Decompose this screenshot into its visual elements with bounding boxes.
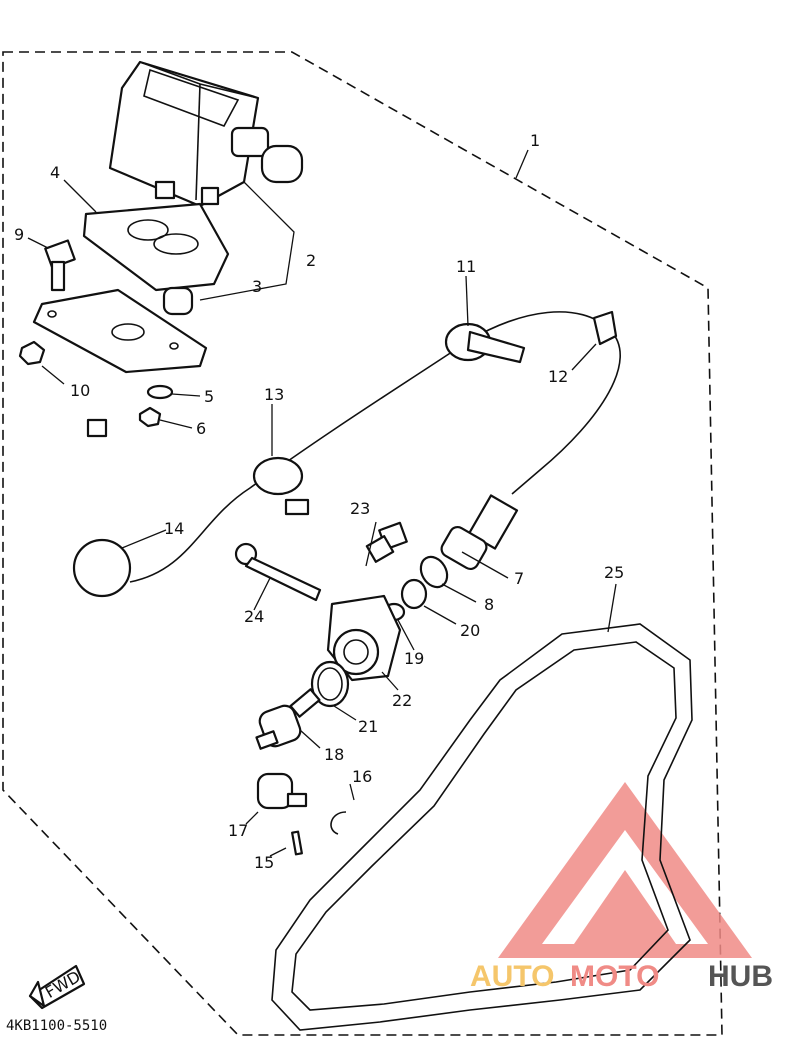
o-ring-8 <box>419 555 449 589</box>
gear-18 <box>255 688 321 750</box>
callout-15: 15 <box>254 853 274 872</box>
gear-housing-22 <box>326 594 402 682</box>
cable-end-7 <box>440 494 519 571</box>
callout-2: 2 <box>306 251 316 270</box>
callout-8: 8 <box>484 595 494 614</box>
callout-1: 1 <box>530 131 540 150</box>
bolt-24 <box>234 542 322 602</box>
callout-labels: 1 2 3 4 5 6 7 8 9 10 11 12 13 14 15 16 1… <box>14 131 624 872</box>
cable-end-14 <box>72 418 132 598</box>
callout-4: 4 <box>50 163 60 182</box>
gasket-25 <box>271 623 693 1031</box>
speedometer-unit <box>108 60 304 208</box>
leader-lines <box>27 149 617 857</box>
nut-10 <box>18 340 46 366</box>
callout-12: 12 <box>548 367 568 386</box>
assembly-boundary <box>2 51 723 1036</box>
bolt-9 <box>44 239 76 292</box>
nut-6 <box>138 406 162 428</box>
callout-10: 10 <box>70 381 90 400</box>
bolt-23 <box>365 521 408 563</box>
watermark-wordmark: AUTO MOTO HUB <box>470 960 773 993</box>
callout-19: 19 <box>404 649 424 668</box>
callout-5: 5 <box>204 387 214 406</box>
callout-25: 25 <box>604 563 624 582</box>
callout-18: 18 <box>324 745 344 764</box>
clip-12 <box>592 310 618 346</box>
watermark-logo <box>498 782 752 958</box>
washer-5 <box>146 384 174 400</box>
clamp-13 <box>252 456 304 496</box>
callout-11: 11 <box>456 257 476 276</box>
callout-6: 6 <box>196 419 206 438</box>
callout-20: 20 <box>460 621 480 640</box>
callout-3: 3 <box>252 277 262 296</box>
watermark-auto: AUTO <box>470 960 554 993</box>
gear-17 <box>256 772 308 810</box>
fwd-arrow-icon: FWD <box>28 964 86 1010</box>
grommet-3 <box>162 286 194 316</box>
callout-17: 17 <box>228 821 248 840</box>
watermark-hub: HUB <box>708 960 773 993</box>
watermark-moto: MOTO <box>570 960 659 993</box>
stay-plate <box>32 288 208 374</box>
pin-15 <box>291 830 303 856</box>
callout-13: 13 <box>264 385 284 404</box>
callout-24: 24 <box>244 607 264 626</box>
bushing-20 <box>400 578 428 610</box>
callout-7: 7 <box>514 569 524 588</box>
damper-bracket <box>82 202 230 292</box>
circlip-16 <box>330 811 347 835</box>
callout-9: 9 <box>14 225 24 244</box>
diagram-code: 4KB1100-5510 <box>6 1018 107 1034</box>
callout-23: 23 <box>350 499 370 518</box>
clamp-11 <box>444 322 526 364</box>
callout-16: 16 <box>352 767 372 786</box>
callout-14: 14 <box>164 519 184 538</box>
callout-21: 21 <box>358 717 378 736</box>
callout-22: 22 <box>392 691 412 710</box>
